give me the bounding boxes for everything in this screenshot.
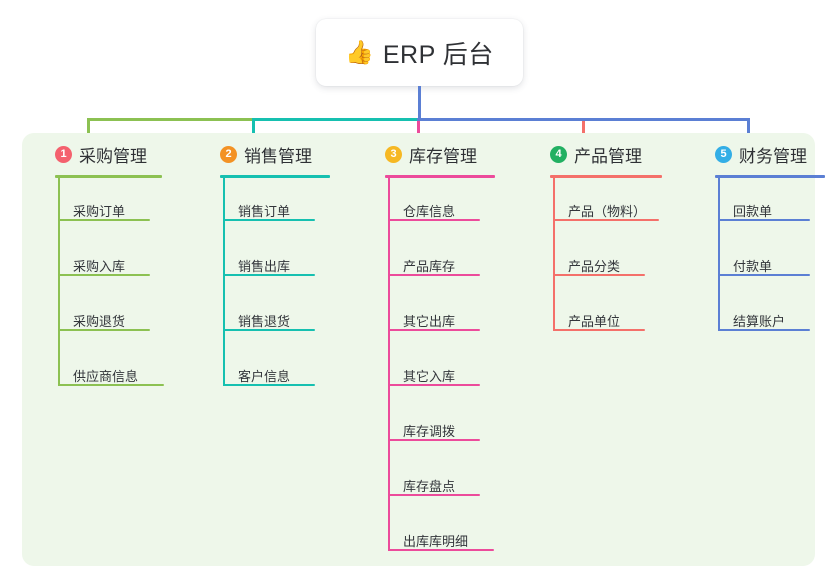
branch-spine-1	[58, 178, 60, 386]
leaf-label[interactable]: 产品库存	[403, 259, 456, 274]
root-title: ERP 后台	[382, 40, 494, 69]
branch-header-4[interactable]: 4 产品管理	[550, 142, 642, 167]
leaf-underline	[223, 384, 315, 386]
leaf-label[interactable]: 库存调拨	[403, 424, 456, 439]
leaf-underline	[553, 329, 645, 331]
bus-segment-4	[582, 118, 750, 121]
branch-underline-5	[715, 175, 825, 178]
branch-stem-line-3	[417, 118, 420, 135]
leaf-underline	[58, 274, 150, 276]
leaf-label[interactable]: 付款单	[733, 259, 773, 274]
leaf-label[interactable]: 采购退货	[73, 314, 126, 329]
leaf-underline	[388, 494, 480, 496]
leaf-label[interactable]: 销售退货	[238, 314, 291, 329]
branch-header-2[interactable]: 2 销售管理	[220, 142, 312, 167]
leaf-underline	[388, 384, 480, 386]
leaf-underline	[553, 219, 659, 221]
branch-underline-3	[385, 175, 495, 178]
leaf-underline	[718, 274, 810, 276]
branch-spine-3	[388, 178, 390, 551]
leaf-label[interactable]: 产品（物料）	[568, 204, 647, 219]
leaf-underline	[388, 274, 480, 276]
leaf-underline	[553, 274, 645, 276]
leaf-label[interactable]: 销售出库	[238, 259, 291, 274]
leaf-label[interactable]: 出库库明细	[403, 534, 469, 549]
leaf-underline	[58, 384, 164, 386]
leaf-underline	[58, 219, 150, 221]
leaf-underline	[223, 329, 315, 331]
leaf-label[interactable]: 销售订单	[238, 204, 291, 219]
leaf-underline	[388, 219, 480, 221]
branch-header-5[interactable]: 5 财务管理	[715, 142, 807, 167]
leaf-underline	[718, 219, 810, 221]
leaf-label[interactable]: 产品单位	[568, 314, 621, 329]
branch-stem-line-1	[87, 118, 90, 135]
branch-spine-2	[223, 178, 225, 386]
root-node-content: 👍 ERP 后台	[345, 35, 494, 71]
leaf-label[interactable]: 客户信息	[238, 369, 291, 384]
branch-title-1: 采购管理	[79, 147, 147, 166]
leaf-label[interactable]: 其它入库	[403, 369, 456, 384]
branch-underline-2	[220, 175, 330, 178]
branch-badge-5: 5	[715, 146, 732, 163]
leaf-label[interactable]: 仓库信息	[403, 204, 456, 219]
leaf-label[interactable]: 其它出库	[403, 314, 456, 329]
leaf-underline	[58, 329, 150, 331]
branch-underline-1	[55, 175, 162, 178]
bus-segment-3	[417, 118, 585, 121]
branch-stem-line-4	[582, 118, 585, 135]
branch-title-2: 销售管理	[244, 147, 312, 166]
bus-segment-2	[252, 118, 420, 121]
leaf-label[interactable]: 产品分类	[568, 259, 621, 274]
thumbs-up-icon: 👍	[345, 39, 374, 65]
leaf-underline	[223, 219, 315, 221]
branch-stem-line-2	[252, 118, 255, 135]
branch-header-1[interactable]: 1 采购管理	[55, 142, 147, 167]
bus-segment-1	[87, 118, 255, 121]
leaf-label[interactable]: 回款单	[733, 204, 773, 219]
branch-title-3: 库存管理	[409, 147, 477, 166]
root-node[interactable]: 👍 ERP 后台	[316, 19, 523, 86]
branch-underline-4	[550, 175, 662, 178]
branch-badge-1: 1	[55, 146, 72, 163]
branch-badge-3: 3	[385, 146, 402, 163]
leaf-underline	[388, 549, 494, 551]
branch-badge-4: 4	[550, 146, 567, 163]
leaf-underline	[223, 274, 315, 276]
leaf-underline	[388, 439, 480, 441]
branch-title-4: 产品管理	[574, 147, 642, 166]
leaf-label[interactable]: 库存盘点	[403, 479, 456, 494]
leaf-underline	[718, 329, 810, 331]
root-stem-line	[418, 86, 421, 121]
leaf-underline	[388, 329, 480, 331]
branch-stem-line-5	[747, 118, 750, 135]
leaf-label[interactable]: 结算账户	[733, 314, 786, 329]
leaf-label[interactable]: 采购入库	[73, 259, 126, 274]
branch-spine-4	[553, 178, 555, 331]
branch-spine-5	[718, 178, 720, 331]
branch-badge-2: 2	[220, 146, 237, 163]
branches-panel	[22, 133, 815, 566]
branch-title-5: 财务管理	[739, 147, 807, 166]
branch-header-3[interactable]: 3 库存管理	[385, 142, 477, 167]
leaf-label[interactable]: 采购订单	[73, 204, 126, 219]
leaf-label[interactable]: 供应商信息	[73, 369, 139, 384]
